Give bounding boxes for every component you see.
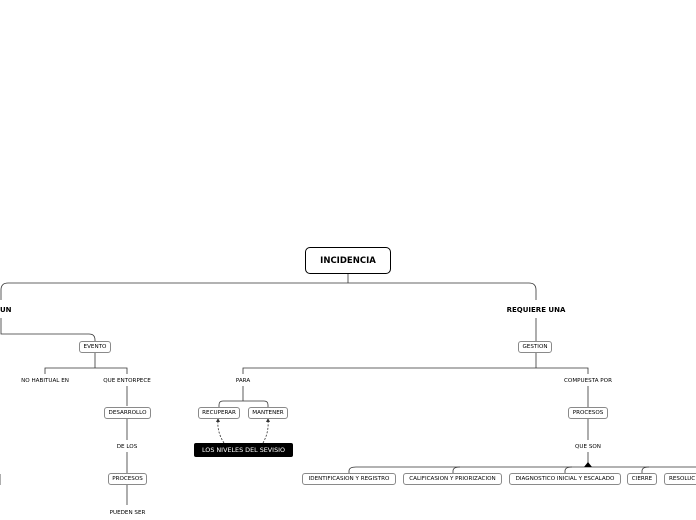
niveles-servicio-node[interactable]: LOS NIVELES DEL SEVISIO — [194, 443, 293, 457]
que-son-label[interactable]: QUE SON — [575, 444, 601, 450]
branch-left-label[interactable]: UN — [0, 306, 12, 314]
para-label[interactable]: PARA — [235, 378, 251, 384]
procesos-left-node[interactable]: PROCESOS — [108, 473, 147, 485]
mantener-node[interactable]: MANTENER — [248, 407, 288, 419]
de-los-label[interactable]: DE LOS — [116, 444, 138, 450]
no-habitual-label[interactable]: NO HABITUAL EN — [21, 378, 69, 384]
gestion-node[interactable]: GESTION — [518, 341, 552, 353]
branch-right-label[interactable]: REQUIERE UNA — [506, 306, 566, 314]
resolucion-node[interactable]: RESOLUC — [664, 473, 696, 485]
procesos-right-node[interactable]: PROCESOS — [568, 407, 608, 419]
compuesta-por-label[interactable]: COMPUESTA POR — [564, 378, 612, 384]
root-node[interactable]: INCIDENCIA — [305, 247, 391, 274]
que-entorpece-label[interactable]: QUE ENTORPECE — [103, 378, 151, 384]
calificacion-node[interactable]: CALIFICASION Y PRIORIZACION — [403, 473, 502, 485]
cierre-node[interactable]: CIERRE — [627, 473, 657, 485]
recuperar-node[interactable]: RECUPERAR — [198, 407, 240, 419]
evento-node[interactable]: EVENTO — [79, 341, 111, 353]
desarrollo-node[interactable]: DESARROLLO — [104, 407, 151, 419]
pueden-ser-label[interactable]: PUEDEN SER — [109, 510, 146, 516]
identificacion-node[interactable]: IDENTIFICASION Y REGISTRO — [302, 473, 396, 485]
diagnostico-node[interactable]: DIAGNOSTICO INICIAL Y ESCALADO — [509, 473, 621, 485]
